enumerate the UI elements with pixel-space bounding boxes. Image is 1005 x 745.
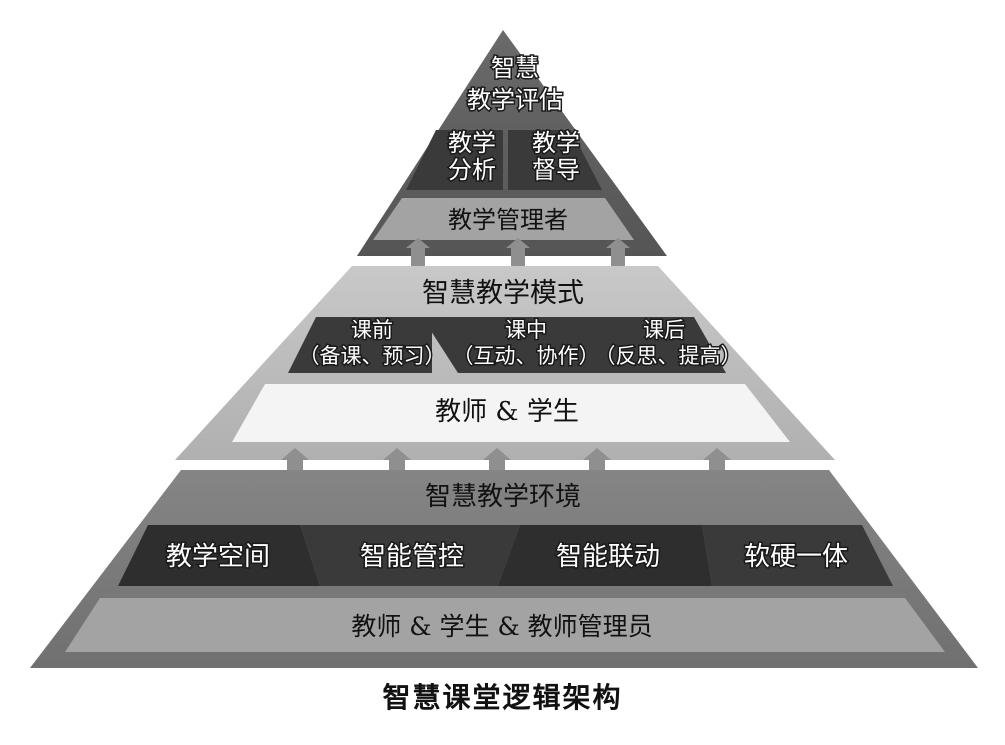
bottom-cell-control [300, 525, 520, 586]
bottom-base-label: 教师 & 学生 & 教师管理员 [351, 612, 652, 641]
middle-base-bar [232, 384, 790, 442]
middle-cell-before-line1: 课前 [351, 318, 393, 342]
middle-cell-before-line2: （备课、预习） [299, 344, 446, 368]
top-cell-supervision-line1: 教学 [532, 129, 580, 157]
middle-cell-before-class [288, 317, 432, 373]
bottom-cell-space-label: 教学空间 [166, 542, 270, 572]
top-cell-supervision-line2: 督导 [532, 156, 580, 184]
middle-base-label: 教师 & 学生 [435, 397, 579, 427]
bottom-tier-title: 智慧教学环境 [425, 482, 581, 512]
diagram-caption: 智慧课堂逻辑架构 [382, 681, 623, 714]
middle-cell-after-line2: （反思、提高） [595, 344, 742, 368]
middle-cell-after-class [586, 317, 726, 373]
top-tier-title-line2: 教学评估 [467, 86, 563, 114]
arrows-upper [406, 238, 630, 268]
top-cell-supervision [508, 130, 602, 190]
middle-tier-title: 智慧教学模式 [422, 278, 584, 309]
arrow-up-icon [406, 238, 430, 268]
top-cell-analysis-line2: 分析 [448, 156, 496, 184]
bottom-cell-integration [702, 525, 893, 586]
bottom-cell-linkage-label: 智能联动 [556, 542, 660, 572]
middle-cell-in-line2: （互动、协作） [453, 344, 600, 368]
arrow-up-icon [506, 238, 530, 268]
bottom-cell-control-label: 智能管控 [360, 542, 464, 572]
arrow-up-icon [606, 238, 630, 268]
bottom-cell-integration-label: 软硬一体 [744, 542, 848, 572]
bottom-cell-space [118, 525, 320, 586]
middle-cell-in-line1: 课中 [505, 318, 547, 342]
middle-cell-in-class [422, 317, 620, 373]
bottom-cell-linkage [498, 525, 712, 586]
middle-cell-after-line1: 课后 [643, 318, 685, 342]
bottom-base-bar [65, 598, 945, 652]
top-tier-title-line1: 智慧 [491, 54, 539, 82]
top-base-bar [373, 198, 634, 240]
arrows-lower [281, 448, 731, 478]
top-cell-analysis-line1: 教学 [448, 129, 496, 157]
top-cell-analysis [406, 130, 503, 190]
top-base-label: 教学管理者 [448, 206, 568, 234]
